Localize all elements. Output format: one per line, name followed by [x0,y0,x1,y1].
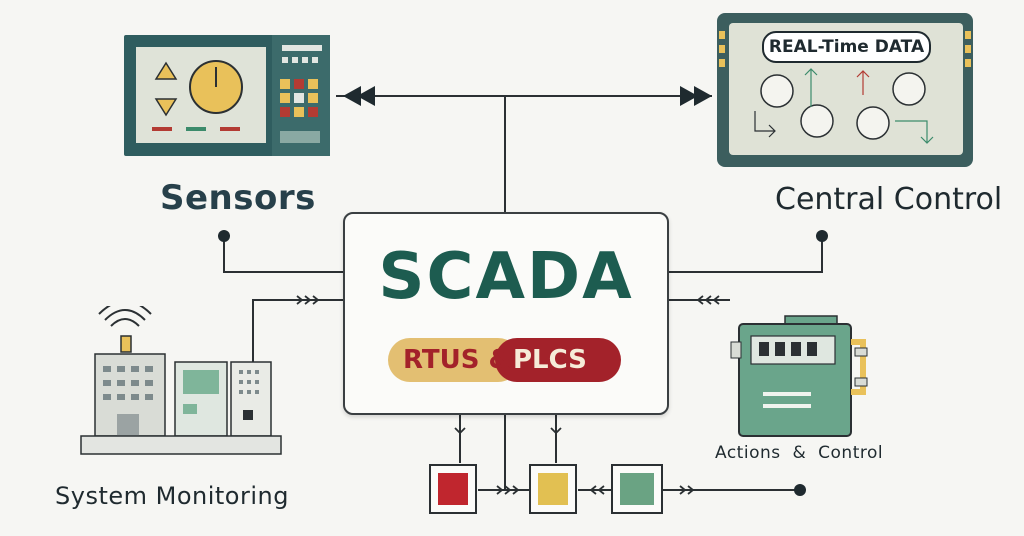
device-icon [856,106,890,140]
sensors-dot [218,230,230,242]
rtus-label: RTUS & [403,345,512,375]
system-monitoring-illustration [80,306,282,455]
bottom-end-dot [794,484,806,496]
plcs-label: PLCS [513,345,587,375]
sensors-panel-illustration [124,35,330,156]
conveyor-icon [800,104,834,138]
wifi-icon [98,306,152,327]
system-monitoring-label: System Monitoring [55,482,289,510]
central-control-label: Central Control [775,182,1003,217]
green-module [620,473,654,505]
bottom-modules [429,464,663,514]
scada-title: SCADA [378,240,634,314]
scada-center-box: SCADA RTUS & PLCS [343,212,669,415]
central-dot [816,230,828,242]
arrow-right-central [694,86,712,106]
realtime-data-label: REAL-Time DATA [762,31,931,63]
yellow-module [538,473,568,505]
actions-machine-illustration [730,315,868,437]
process-icon [760,74,794,108]
actions-control-label: Actions & Control [715,443,884,463]
sensors-label: Sensors [160,178,316,218]
up-arrow-icon [154,61,178,80]
gear-icon [892,72,926,106]
plcs-pill [495,338,621,382]
arrow-left-sensors [343,86,361,106]
red-module [438,473,468,505]
down-arrow-icon [154,98,178,117]
